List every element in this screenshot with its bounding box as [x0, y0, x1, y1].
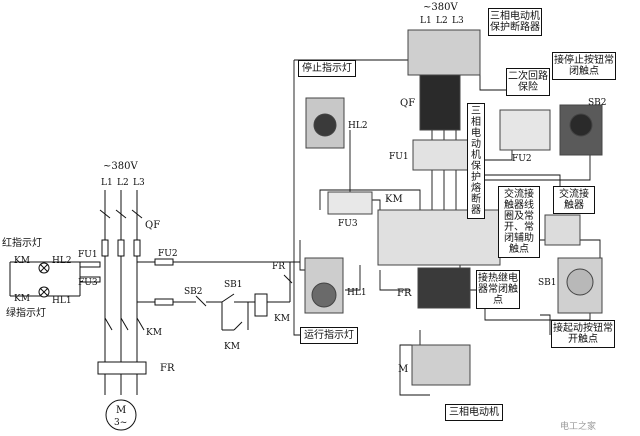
breaker-qf [99, 209, 143, 219]
motor-photo [411, 344, 471, 386]
left-fu3-label: FU3 [78, 278, 98, 288]
terminal-block-photo [407, 29, 481, 76]
board-supply-label: ~380V [423, 2, 458, 13]
watermark: 电工之家 [560, 422, 597, 432]
secondary-fuse-photo [499, 109, 551, 151]
callout-stop-button: 接停止按钮常闭触点 [552, 52, 616, 80]
breaker-photo [419, 74, 461, 131]
green-lamp-caption: 绿指示灯 [6, 308, 46, 319]
left-km-label-4: KM [224, 342, 240, 352]
left-qf-label: QF [145, 220, 161, 231]
callout-stop-lamp: 停止指示灯 [298, 60, 356, 77]
callout-start-button: 接起动按钮常开触点 [551, 320, 615, 348]
board-m-label: M [398, 364, 409, 375]
left-schematic [9, 190, 300, 431]
left-fu1-label: FU1 [78, 250, 98, 260]
board-km-label: KM [385, 194, 403, 205]
board-hl2-label: HL2 [348, 121, 368, 131]
small-contactor-photo [544, 214, 581, 246]
left-supply-label: ~380V [103, 161, 138, 172]
callout-contactor-coil: 交流接触器线圈及常开、常闭辅助触点 [498, 186, 540, 258]
red-lamp-caption: 红指示灯 [2, 238, 42, 249]
fuse-block-photo [412, 139, 474, 171]
callout-run-lamp: 运行指示灯 [300, 327, 358, 344]
callout-secondary-fuse: 二次回路保险 [506, 68, 550, 96]
motor-symbol [105, 399, 137, 431]
left-phase-l2: L2 [117, 178, 129, 188]
left-km-label-3: KM [146, 328, 162, 338]
left-phase-l3: L3 [133, 178, 145, 188]
board-fu3-label: FU3 [338, 219, 358, 229]
left-hl1-label: HL1 [52, 296, 72, 306]
left-hl2-label: HL2 [52, 256, 72, 266]
thermal-relay-photo [417, 267, 471, 309]
left-sb1-label: SB1 [224, 280, 243, 290]
board-phase-l1: L1 [420, 16, 432, 26]
board-fr-label: FR [397, 288, 412, 299]
km-coil-symbol [254, 293, 268, 317]
callout-motor: 三相电动机 [445, 404, 503, 421]
left-km-label-5: KM [274, 314, 290, 324]
callout-thermal-relay: 接热继电器常闭触点 [476, 270, 520, 309]
left-fu2-label: FU2 [158, 249, 178, 259]
board-qf-label: QF [400, 98, 416, 109]
callout-breaker-protect: 三相电动机保护断路器 [488, 8, 542, 36]
left-fr-bottom-label: FR [160, 363, 175, 374]
left-fr-label: FR [272, 262, 286, 272]
left-km-label-1: KM [14, 256, 30, 266]
left-sb2-label: SB2 [184, 287, 203, 297]
board-phase-l3: L3 [452, 16, 464, 26]
km-main-contacts [104, 317, 145, 331]
motor-symbol-label: M [116, 405, 127, 416]
left-phase-l1: L1 [101, 178, 113, 188]
fu3-photo [327, 191, 373, 215]
left-km-label-2: KM [14, 294, 30, 304]
callout-contactor: 交流接触器 [553, 186, 595, 214]
motor-symbol-sub: 3~ [114, 418, 128, 428]
board-phase-l2: L2 [436, 16, 448, 26]
board-sb2-label: SB2 [588, 98, 607, 108]
board-sb1-label: SB1 [538, 278, 557, 288]
board-fu1-label: FU1 [389, 152, 409, 162]
callout-fuse-protect: 三相电动机保护熔断器 [467, 103, 485, 219]
board-fu2-label: FU2 [512, 154, 532, 164]
board-hl1-label: HL1 [347, 288, 367, 298]
fr-thermal-element [97, 361, 147, 375]
